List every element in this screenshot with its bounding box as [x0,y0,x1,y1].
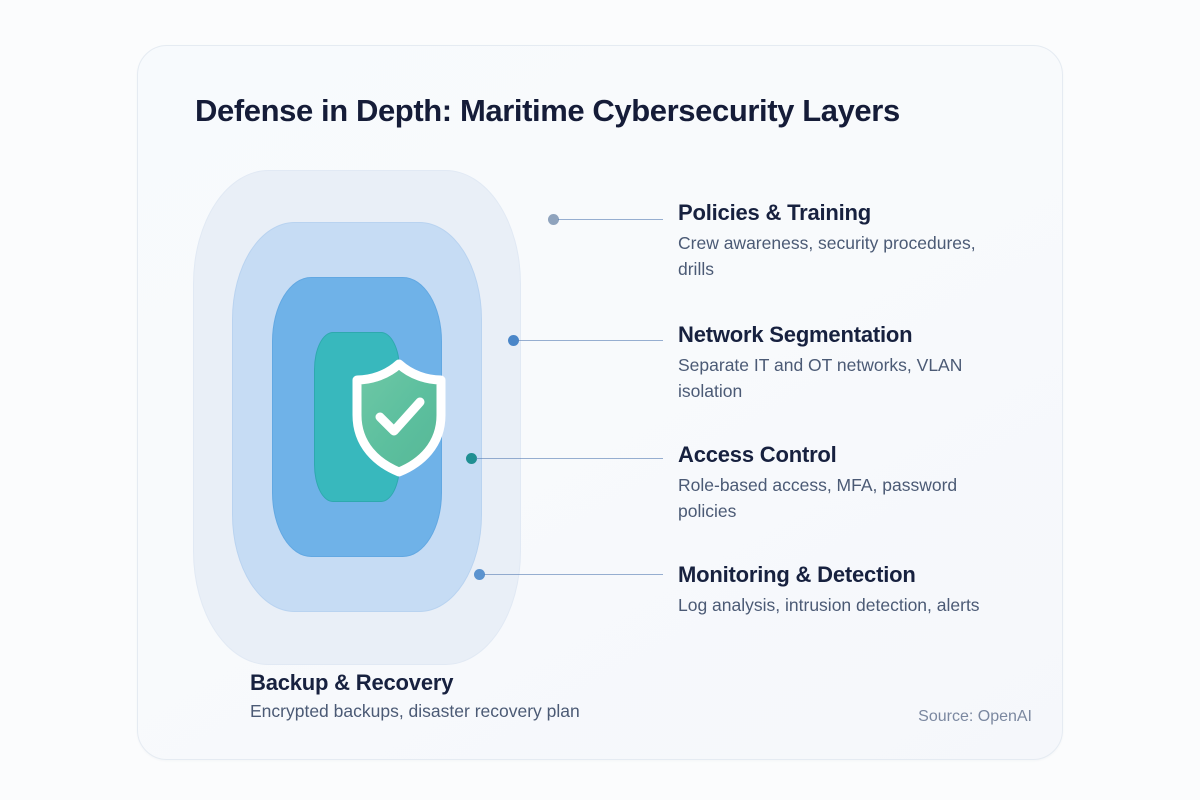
callout-backup-recovery[interactable]: Backup & Recovery Encrypted backups, dis… [250,670,580,722]
callout-description: Log analysis, intrusion detection, alert… [678,595,980,615]
connector-line-monitoring-detection [484,574,663,575]
callout-description: Separate IT and OT networks, VLAN isolat… [678,355,963,401]
connector-dot-policies-training [548,214,559,225]
callout-network-segmentation[interactable]: Network Segmentation Separate IT and OT … [678,322,1008,404]
callout-policies-training[interactable]: Policies & Training Crew awareness, secu… [678,200,1008,282]
callout-title: Monitoring & Detection [678,562,916,587]
page-title: Defense in Depth: Maritime Cybersecurity… [195,93,900,128]
callout-title: Access Control [678,442,837,467]
connector-dot-monitoring-detection [474,569,485,580]
connector-dot-network-segmentation [508,335,519,346]
callout-title: Policies & Training [678,200,872,225]
source-attribution: Source: OpenAI [918,708,1032,725]
callout-description: Role-based access, MFA, password policie… [678,475,958,521]
callout-monitoring-detection[interactable]: Monitoring & Detection Log analysis, int… [678,562,980,619]
footer-title: Backup & Recovery [250,670,454,695]
callout-description: Crew awareness, security procedures, dri… [678,233,976,279]
callout-title: Network Segmentation [678,322,913,347]
shield-check-icon [339,355,459,480]
connector-dot-access-control [466,453,477,464]
footer-description: Encrypted backups, disaster recovery pla… [250,701,580,721]
connector-line-network-segmentation [518,340,663,341]
connector-line-policies-training [558,219,663,220]
callout-access-control[interactable]: Access Control Role-based access, MFA, p… [678,442,1008,524]
connector-line-access-control [476,458,663,459]
